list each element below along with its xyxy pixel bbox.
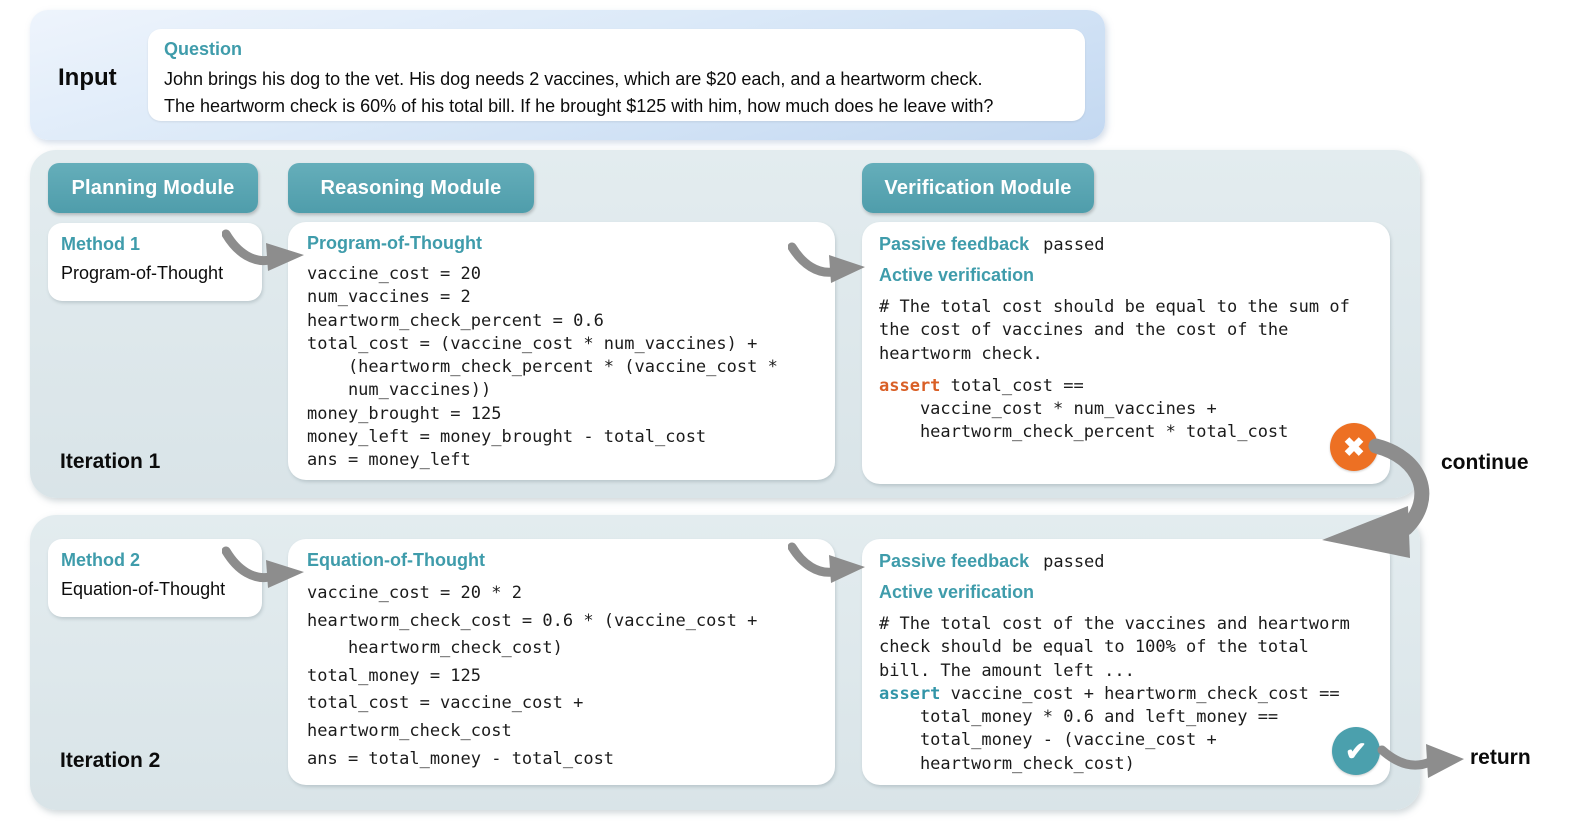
passive-feedback-label: Passive feedback xyxy=(879,234,1030,254)
code-line: num_vaccines)) xyxy=(307,380,492,401)
comment-line: the cost of vaccines and the cost of the xyxy=(879,320,1289,341)
return-label: return xyxy=(1470,746,1531,769)
method-name: Program-of-Thought xyxy=(61,263,224,283)
active-verification-label: Active verification xyxy=(879,582,1035,602)
method-to-reasoning-arrow xyxy=(222,229,304,271)
assert-line: assert vaccine_cost + heartworm_check_co… xyxy=(879,683,1373,706)
reasoning-card-2: Equation-of-Thought vaccine_cost = 20 * … xyxy=(288,539,835,785)
method-title: Method 1 xyxy=(61,234,140,254)
code-line: heartworm_check_cost xyxy=(307,720,512,741)
comment-line: heartworm check. xyxy=(879,343,1043,364)
passive-feedback-row: Passive feedback passed xyxy=(879,551,1373,572)
question-title: Question xyxy=(164,39,243,59)
passive-feedback-row: Passive feedback passed xyxy=(879,234,1373,255)
pass-badge: ✔ xyxy=(1332,727,1380,775)
reasoning-to-verification-arrow xyxy=(788,542,865,583)
assert-statement: assert vaccine_cost + heartworm_check_co… xyxy=(879,683,1373,776)
code-line: money_left = money_brought - total_cost xyxy=(307,427,707,448)
assert-line: assert total_cost == xyxy=(879,375,1373,398)
continue-label: continue xyxy=(1441,451,1529,474)
question-line: John brings his dog to the vet. His dog … xyxy=(164,69,983,89)
question-card: Question John brings his dog to the vet.… xyxy=(148,29,1085,121)
comment-line: bill. The amount left ... xyxy=(879,660,1135,681)
cross-icon: ✖ xyxy=(1343,431,1365,462)
reasoning-code: vaccine_cost = 20 * 2 heartworm_check_co… xyxy=(307,580,816,773)
reasoning-title: Program-of-Thought xyxy=(307,233,482,253)
code-line: total_cost = (vaccine_cost * num_vaccine… xyxy=(307,333,758,354)
check-icon: ✔ xyxy=(1345,735,1367,766)
comment-line: # The total cost should be equal to the … xyxy=(879,297,1350,317)
code-line: total_cost = vaccine_cost + xyxy=(307,693,584,714)
method-name: Equation-of-Thought xyxy=(61,579,226,599)
comment-line: # The total cost of the vaccines and hea… xyxy=(879,614,1350,634)
assert-line: vaccine_cost * num_vaccines + xyxy=(879,399,1217,420)
reasoning-to-verification-arrow xyxy=(788,242,865,283)
assert-line: total_money - (vaccine_cost + xyxy=(879,730,1217,751)
reasoning-module-header: Reasoning Module xyxy=(288,163,534,213)
code-line: num_vaccines = 2 xyxy=(307,287,471,308)
input-panel: Input Question John brings his dog to th… xyxy=(30,10,1105,140)
passive-feedback-label: Passive feedback xyxy=(879,551,1030,571)
code-line: heartworm_check_cost) xyxy=(307,638,563,659)
planning-module-header: Planning Module xyxy=(48,163,258,213)
assert-line: total_money * 0.6 and left_money == xyxy=(879,707,1279,728)
code-line: ans = total_money - total_cost xyxy=(307,748,615,769)
assert-expression: vaccine_cost + heartworm_check_cost == xyxy=(940,683,1340,704)
comment-line: check should be equal to 100% of the tot… xyxy=(879,637,1309,658)
method-title: Method 2 xyxy=(61,550,140,570)
assert-expression: total_cost == xyxy=(940,375,1084,396)
reasoning-title: Equation-of-Thought xyxy=(307,550,485,570)
verification-module-header: Verification Module xyxy=(862,163,1094,213)
verification-card-1: Passive feedback passed Active verificat… xyxy=(862,222,1390,484)
code-line: total_money = 125 xyxy=(307,665,481,686)
code-line: ans = money_left xyxy=(307,450,471,471)
code-line: money_brought = 125 xyxy=(307,403,502,424)
reasoning-code: vaccine_cost = 20 num_vaccines = 2 heart… xyxy=(307,263,816,473)
continue-arrow xyxy=(1322,438,1430,558)
passive-feedback-value: passed xyxy=(1043,235,1105,255)
code-line: heartworm_check_percent = 0.6 xyxy=(307,310,604,331)
reasoning-card-1: Program-of-Thought vaccine_cost = 20 num… xyxy=(288,222,835,480)
code-line: (heartworm_check_percent * (vaccine_cost… xyxy=(307,357,778,378)
assert-statement: assert total_cost == vaccine_cost * num_… xyxy=(879,375,1373,445)
assert-line: heartworm_check_percent * total_cost xyxy=(879,422,1289,443)
method-to-reasoning-arrow xyxy=(222,546,304,588)
verification-comment: # The total cost should be equal to the … xyxy=(879,296,1373,366)
assert-keyword: assert xyxy=(879,375,941,396)
iteration-1-panel: Planning Module Reasoning Module Verific… xyxy=(30,150,1420,498)
passive-feedback-value: passed xyxy=(1043,552,1105,572)
assert-line: heartworm_check_cost) xyxy=(879,753,1135,774)
code-line: vaccine_cost = 20 * 2 xyxy=(307,583,522,603)
iteration-2-panel: Method 2 Equation-of-Thought Equation-of… xyxy=(30,515,1420,810)
iteration-label: Iteration 1 xyxy=(60,450,161,473)
input-label: Input xyxy=(58,64,117,91)
verification-card-2: Passive feedback passed Active verificat… xyxy=(862,539,1390,785)
active-verification-label: Active verification xyxy=(879,265,1035,285)
iteration-label: Iteration 2 xyxy=(60,749,161,772)
code-line: vaccine_cost = 20 xyxy=(307,264,481,284)
question-line: The heartworm check is 60% of his total … xyxy=(164,96,994,116)
assert-keyword: assert xyxy=(879,683,941,704)
return-arrow xyxy=(1377,744,1464,778)
verification-comment: # The total cost of the vaccines and hea… xyxy=(879,613,1373,683)
code-line: heartworm_check_cost = 0.6 * (vaccine_co… xyxy=(307,610,758,631)
